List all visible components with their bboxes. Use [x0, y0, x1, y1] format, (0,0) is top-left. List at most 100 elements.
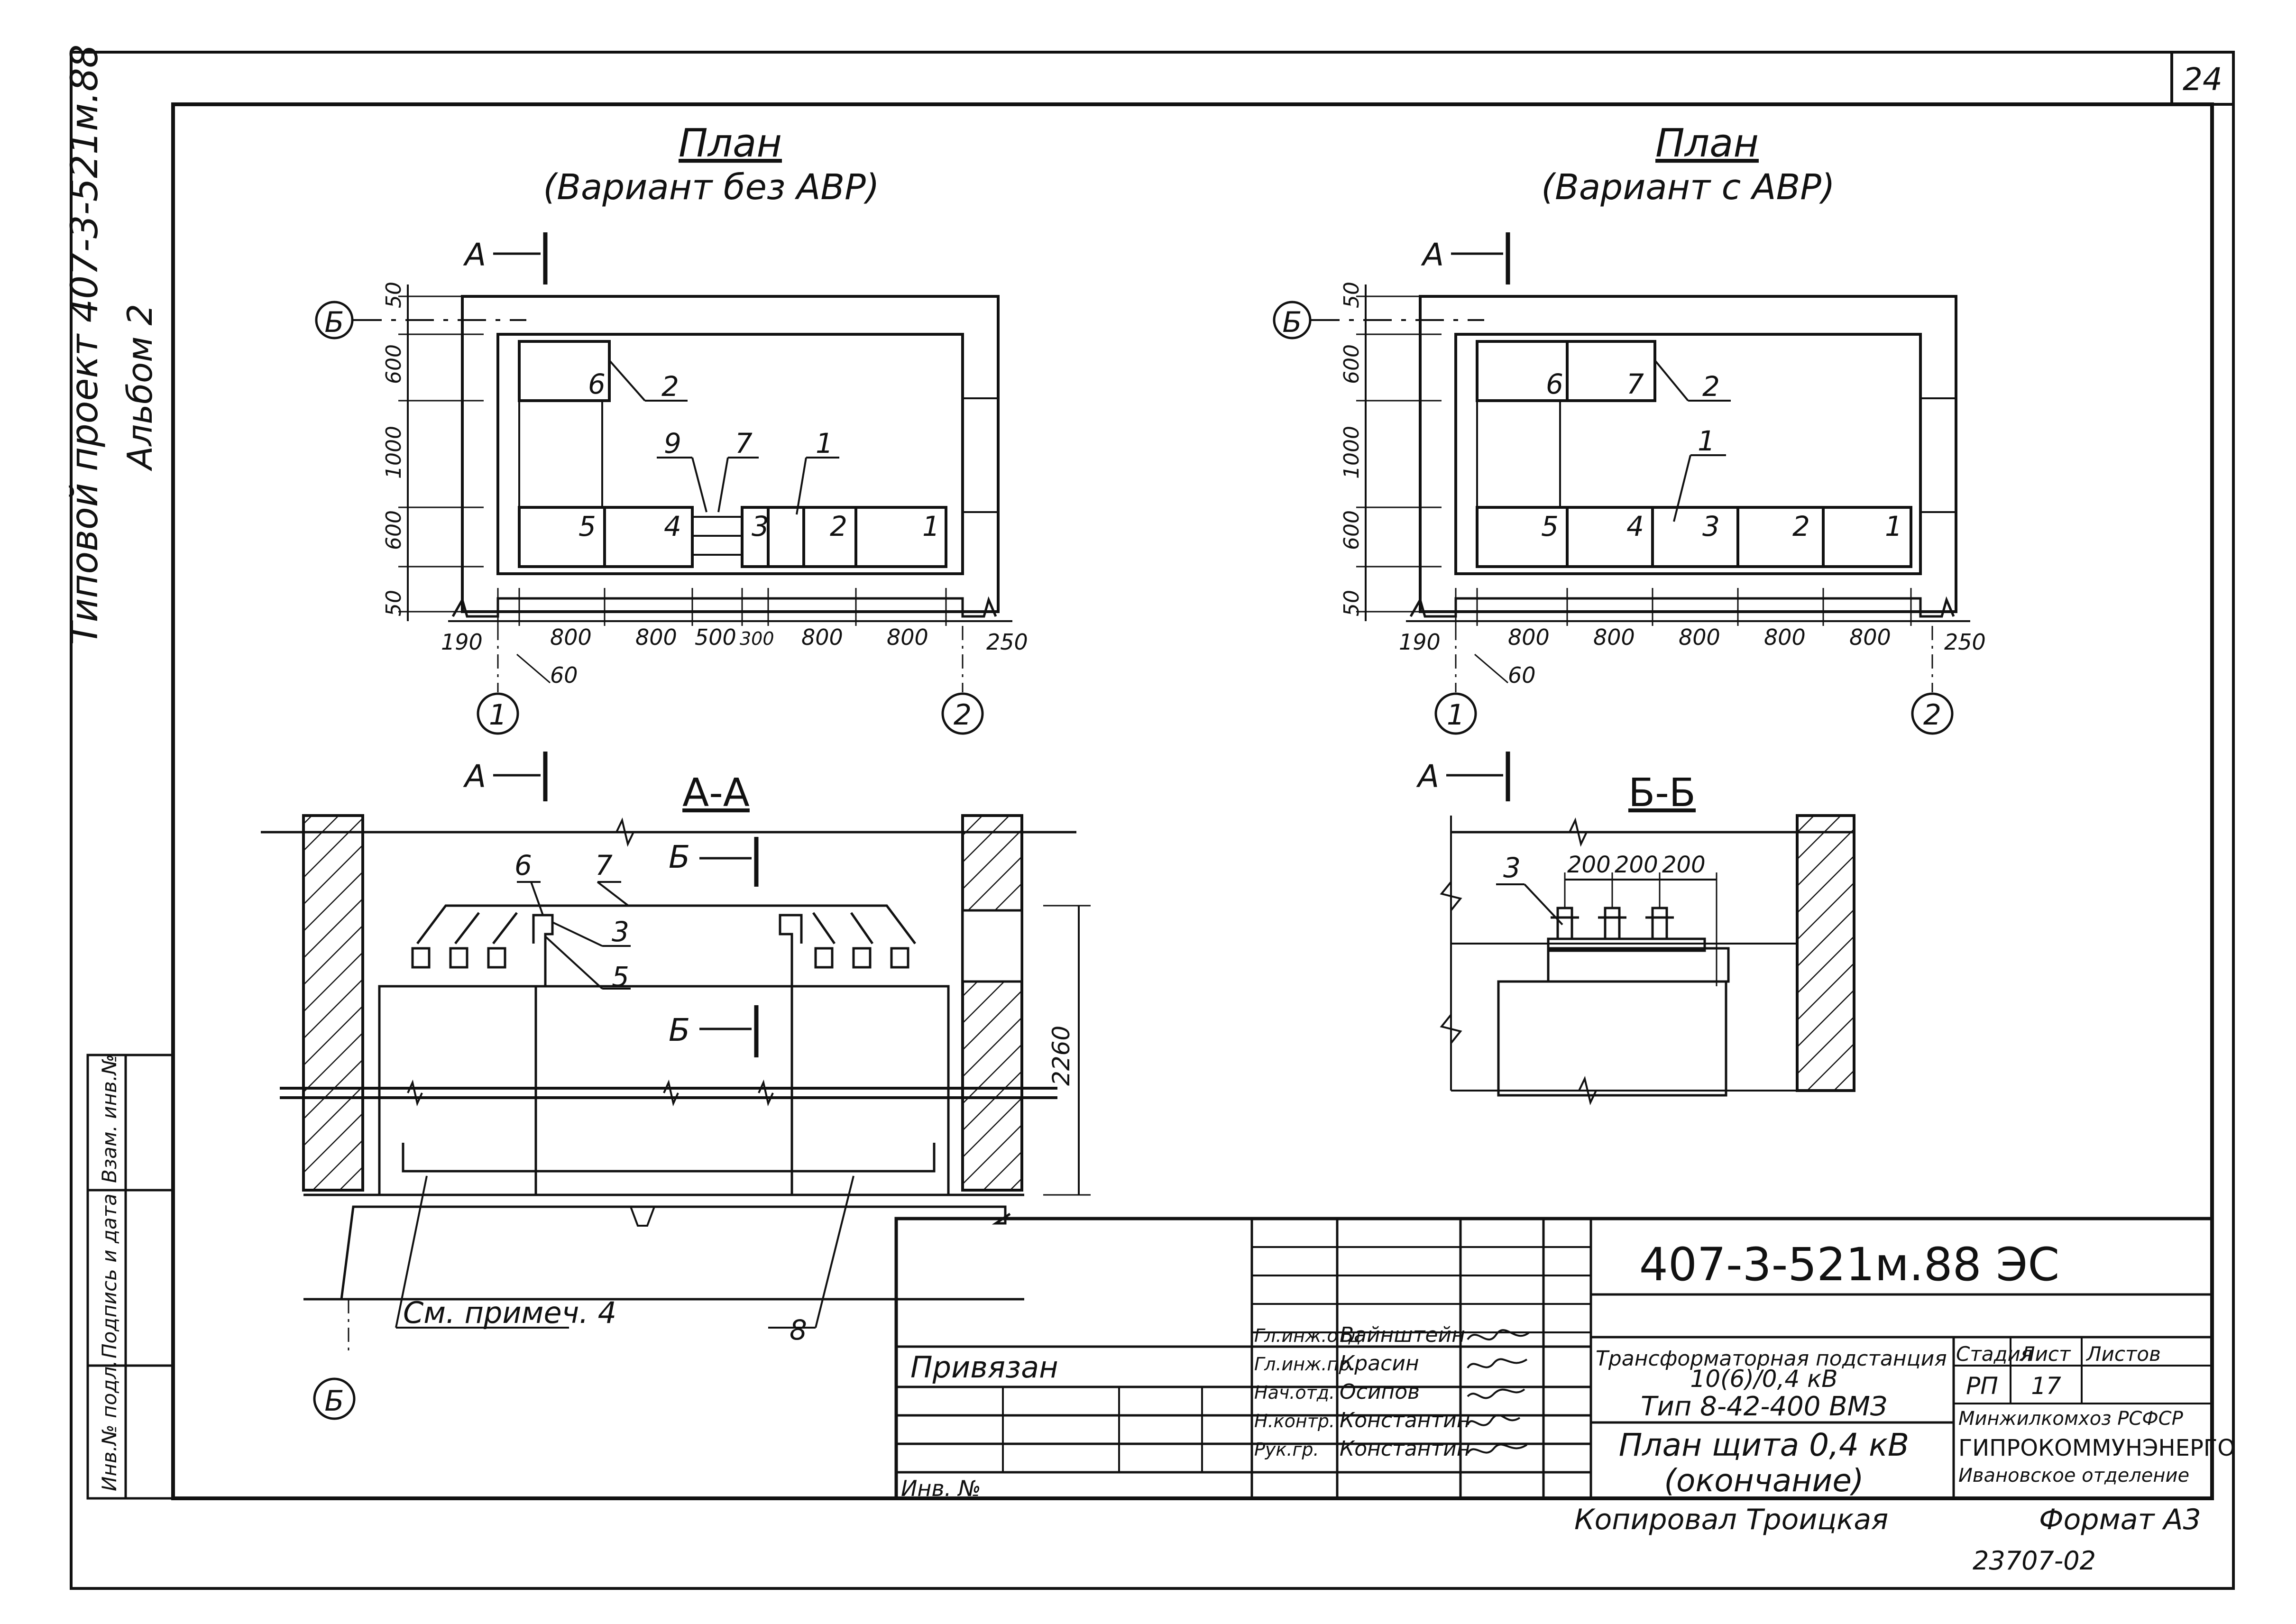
- plan-left-hdim-190: 190: [441, 629, 483, 655]
- section-bb: Б-Б 200 200 200 3: [1440, 771, 1855, 1105]
- section-aa-label-8: 8: [790, 1314, 807, 1346]
- archive-number: 23707-02: [1973, 1546, 2096, 1576]
- org-line-1: Минжилкомхоз РСФСР: [1958, 1408, 2184, 1430]
- plan-left-hdim-800-b: 800: [635, 624, 677, 650]
- object-line-3: Тип 8-42-400 ВМЗ: [1641, 1391, 1887, 1422]
- axis-b-section: Б: [324, 1385, 344, 1418]
- axis-1-right: 1: [1447, 698, 1465, 732]
- drawing-title-1: План щита 0,4 кВ: [1619, 1427, 1909, 1463]
- org-line-2: ГИПРОКОММУНЭНЕРГО: [1958, 1435, 2235, 1461]
- section-aa-label-6: 6: [514, 849, 532, 881]
- section-aa-label-7: 7: [595, 849, 613, 881]
- plan-left-cell-3: 3: [752, 510, 769, 542]
- plan-right-leader-1: 1: [1698, 425, 1715, 457]
- role-nach-otd: Нач.отд.: [1254, 1382, 1335, 1403]
- plan-left-vdim-50-bottom: 50: [382, 590, 406, 616]
- wall-right: [961, 814, 1023, 1192]
- section-marker-a-bottom-right: А: [1416, 758, 1439, 795]
- plan-right-vdim-1000: 1000: [1340, 426, 1364, 479]
- footer: Копировал Троицкая Формат А3 23707-02: [1574, 1503, 2201, 1576]
- plan-right-cell-5: 5: [1541, 510, 1559, 542]
- plan-left-leader-9: 9: [664, 427, 681, 459]
- role-gl-inzh-pr: Гл.инж.пр.: [1254, 1354, 1356, 1375]
- plan-right-vdim-600-bottom: 600: [1340, 510, 1364, 550]
- plan-left-leader-1: 1: [816, 427, 833, 459]
- stage-label: Стадия: [1956, 1342, 2032, 1366]
- plan-right-dim-60: 60: [1508, 662, 1536, 688]
- section-bb-label-3: 3: [1503, 852, 1521, 884]
- plan-right-subtitle: (Вариант с АВР): [1541, 167, 1835, 208]
- side-title-line1: Типовой проект 407-3-521м.88: [64, 45, 106, 645]
- plan-right-hdim-800-c: 800: [1679, 624, 1720, 650]
- section-aa-note: См. примеч. 4: [403, 1295, 616, 1330]
- plan-right-cell-1: 1: [1885, 510, 1902, 542]
- axis-b-right: Б: [1282, 306, 1302, 339]
- stage-value: РП: [1966, 1372, 1998, 1400]
- section-marker-a-top: А: [463, 237, 486, 273]
- section-bb-dim-200-b: 200: [1615, 852, 1658, 878]
- section-marker-a-top-right: А: [1421, 237, 1444, 273]
- role-gl-inzh-otd: Гл.инж.отд: [1254, 1325, 1361, 1346]
- stamp-podpis-data: Подпись и дата: [98, 1193, 121, 1358]
- privyazan-label: Привязан: [910, 1350, 1058, 1385]
- plan-right-cell-2: 2: [1792, 510, 1810, 542]
- section-aa: А-А: [261, 771, 1091, 1420]
- sheet-number: 24: [2183, 61, 2223, 98]
- axis-b-left: Б: [324, 306, 344, 339]
- plan-left-vdim-50-top: 50: [382, 282, 406, 308]
- plan-left-hdim-800-a: 800: [550, 624, 592, 650]
- plan-left: План (Вариант без АВР) А А Б 6 5 4 3: [315, 121, 1028, 801]
- plan-right-hdim-800-e: 800: [1849, 624, 1891, 650]
- plan-left-hdim-800-d: 800: [887, 624, 928, 650]
- title-block: Привязан Инв. № Гл.инж.отд Вайнштейн Гл.…: [894, 1217, 2235, 1501]
- copied-by: Копировал Троицкая: [1574, 1503, 1888, 1536]
- drawing-code: 407-3-521м.88 ЭС: [1639, 1238, 2060, 1291]
- plan-left-subtitle: (Вариант без АВР): [543, 167, 879, 208]
- section-aa-label-5: 5: [612, 961, 629, 993]
- plan-right-hdim-800-b: 800: [1593, 624, 1635, 650]
- plan-right-leader-2: 2: [1702, 370, 1720, 403]
- plan-left-dim-60: 60: [550, 662, 578, 688]
- plan-right-vdim-50-top: 50: [1340, 282, 1364, 308]
- object-line-2: 10(6)/0,4 кВ: [1690, 1365, 1837, 1393]
- sheet-value: 17: [2031, 1372, 2061, 1400]
- plan-right-hdim-800-d: 800: [1764, 624, 1806, 650]
- plan-left-cell-5: 5: [579, 510, 596, 542]
- plan-right-hdim-190: 190: [1399, 629, 1441, 655]
- section-aa-label-3: 3: [612, 916, 629, 948]
- plan-left-title: План: [679, 121, 782, 166]
- plan-right-vdim-600-top: 600: [1340, 344, 1364, 384]
- plan-right-hdim-800-a: 800: [1508, 624, 1550, 650]
- section-bb-dim-200-c: 200: [1662, 852, 1706, 878]
- axis-2-right: 2: [1923, 698, 1941, 732]
- plan-right-title: План: [1655, 121, 1759, 166]
- plan-left-leader-2: 2: [661, 370, 679, 403]
- plan-left-hdim-300: 300: [740, 628, 774, 649]
- plan-right-cell-3: 3: [1702, 510, 1720, 542]
- object-line-1: Трансформаторная подстанция: [1596, 1347, 1947, 1371]
- section-aa-height-dim: 2260: [1047, 1026, 1075, 1086]
- plan-right: План (Вариант с АВР) А А Б 6 7 5 4 3 2 1…: [1273, 121, 1986, 801]
- plan-left-hdim-250: 250: [986, 629, 1028, 655]
- plan-left-vdim-1000: 1000: [382, 426, 406, 479]
- section-marker-a-bottom: А: [463, 758, 486, 795]
- drawing-title-2: (окончание): [1664, 1462, 1864, 1499]
- plan-left-cell-4: 4: [664, 510, 681, 542]
- name-konstantin-1: Константин: [1340, 1408, 1470, 1432]
- plan-right-cell-7: 7: [1626, 368, 1644, 400]
- sheets-label: Листов: [2085, 1342, 2161, 1366]
- name-konstantin-2: Константин: [1340, 1437, 1470, 1461]
- org-line-3: Ивановское отделение: [1958, 1465, 2189, 1486]
- plan-right-vdim-50-bottom: 50: [1340, 590, 1364, 616]
- section-bb-dim-200-a: 200: [1567, 852, 1611, 878]
- sheet-label: Лист: [2019, 1342, 2071, 1366]
- role-n-kontr: Н.контр.: [1254, 1411, 1335, 1431]
- name-vainshtein: Вайнштейн: [1340, 1323, 1465, 1347]
- cut-marker-b-top: Б: [669, 839, 690, 875]
- role-ruk-gr: Рук.гр.: [1254, 1439, 1319, 1460]
- plan-right-cell-6: 6: [1546, 368, 1563, 400]
- left-stamp: Инв.№ подл. Подпись и дата Взам. инв.№: [86, 1054, 174, 1500]
- plan-left-vdim-600-bottom: 600: [382, 510, 406, 550]
- cut-marker-b-bottom: Б: [669, 1012, 690, 1048]
- plan-left-hdim-800-c: 800: [801, 624, 843, 650]
